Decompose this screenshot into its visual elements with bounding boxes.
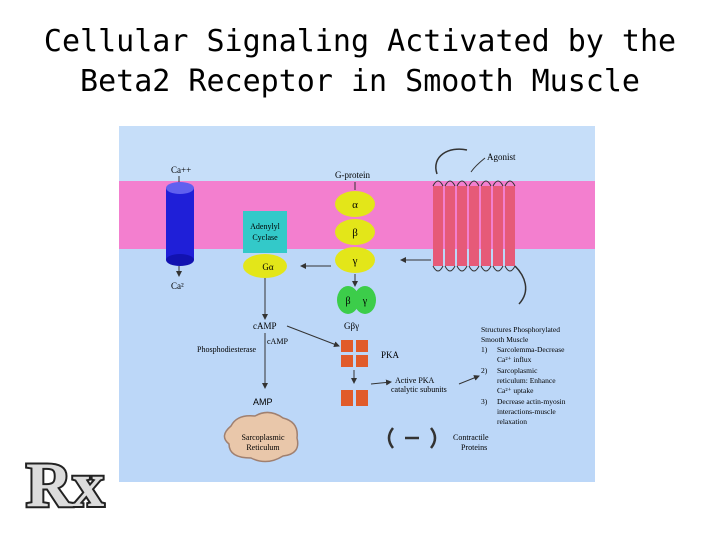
item2-line2: reticulum: Enhance bbox=[497, 376, 556, 385]
signaling-diagram: Ca++ Ca² Adenylyl Cyclase Gα G-protein α… bbox=[119, 126, 595, 482]
sarcoplasmic-reticulum: Sarcoplasmic Reticulum bbox=[223, 411, 299, 463]
pka-holoenzyme bbox=[341, 340, 368, 367]
arrow-to-active-pka bbox=[370, 379, 392, 386]
structures-heading-line2: Smooth Muscle bbox=[481, 335, 529, 344]
sr-label-line2: Reticulum bbox=[246, 443, 280, 452]
item2-line3: Ca²⁺ uptake bbox=[497, 386, 534, 395]
title-line-2: Beta2 Receptor in Smooth Muscle bbox=[80, 64, 640, 99]
receptor-c-terminus bbox=[514, 265, 527, 305]
adenylyl-cyclase: Adenylyl Cyclase bbox=[243, 211, 287, 253]
g-gamma: γ bbox=[335, 247, 375, 273]
g-beta-gamma-dimer: β γ bbox=[337, 286, 376, 314]
active-pka-subunits bbox=[341, 390, 368, 406]
item1-number: 1) bbox=[481, 345, 488, 354]
g-protein-label: G-protein bbox=[335, 170, 370, 180]
calcium-top-label: Ca++ bbox=[171, 165, 191, 175]
adenylyl-label-line2: Cyclase bbox=[252, 233, 278, 242]
arrow-to-structures bbox=[458, 375, 480, 385]
contractile-label-line1: Contractile bbox=[453, 433, 489, 442]
item3-line2: interactions-muscle bbox=[497, 407, 556, 416]
active-pka-label-line2: catalytic subunits bbox=[391, 385, 447, 394]
adenylyl-label-line1: Adenylyl bbox=[250, 222, 281, 231]
camp-label: cAMP bbox=[253, 321, 277, 331]
alpha-label: α bbox=[352, 199, 358, 211]
g-beta: β bbox=[335, 219, 375, 245]
calcium-bottom-label: Ca² bbox=[171, 281, 184, 291]
structures-phosphorylated-list: Structures Phosphorylated Smooth Muscle … bbox=[481, 325, 566, 426]
title-line-1: Cellular Signaling Activated by the bbox=[43, 24, 677, 59]
item2-line1: Sarcoplasmic bbox=[497, 366, 538, 375]
item3-line3: relaxation bbox=[497, 417, 527, 426]
beta2-receptor bbox=[432, 180, 516, 272]
dimer-gamma-label: γ bbox=[362, 296, 368, 307]
receptor-n-terminus bbox=[435, 148, 468, 175]
g-alpha-subunit: Gα bbox=[243, 254, 287, 278]
extracellular-space bbox=[119, 126, 595, 181]
contractile-label-line2: Proteins bbox=[461, 443, 487, 452]
camp-pde-label-line1: cAMP bbox=[267, 337, 288, 346]
amp-label: AMP bbox=[253, 397, 273, 407]
arrow-camp-to-pka bbox=[286, 325, 340, 348]
item2-number: 2) bbox=[481, 366, 488, 375]
active-pka-label-line1: Active PKA bbox=[395, 376, 435, 385]
rx-logo-text: Rx bbox=[26, 449, 104, 520]
g-alpha: α bbox=[335, 191, 375, 217]
gamma-label: γ bbox=[352, 255, 358, 267]
camp-pde-label-line2: Phosphodiesterase bbox=[197, 345, 257, 354]
agonist-pointer bbox=[470, 157, 486, 173]
item3-number: 3) bbox=[481, 397, 488, 406]
contractile-proteins bbox=[387, 427, 437, 449]
g-beta-gamma-label: Gβγ bbox=[344, 321, 359, 331]
calcium-channel bbox=[166, 182, 194, 266]
item1-line2: Ca²⁺ influx bbox=[497, 355, 532, 364]
item3-line1: Decrease actin-myosin bbox=[497, 397, 566, 406]
agonist-label: Agonist bbox=[487, 152, 516, 162]
structures-heading-line1: Structures Phosphorylated bbox=[481, 325, 560, 334]
sr-label-line1: Sarcoplasmic bbox=[241, 433, 285, 442]
item1-line1: Sarcolemma-Decrease bbox=[497, 345, 565, 354]
rx-logo: Rx bbox=[24, 447, 106, 522]
beta-label: β bbox=[352, 227, 358, 239]
g-alpha-label: Gα bbox=[262, 262, 273, 272]
pka-label: PKA bbox=[381, 350, 400, 360]
dimer-beta-label: β bbox=[345, 296, 350, 307]
slide-title: Cellular Signaling Activated by the Beta… bbox=[0, 22, 720, 102]
